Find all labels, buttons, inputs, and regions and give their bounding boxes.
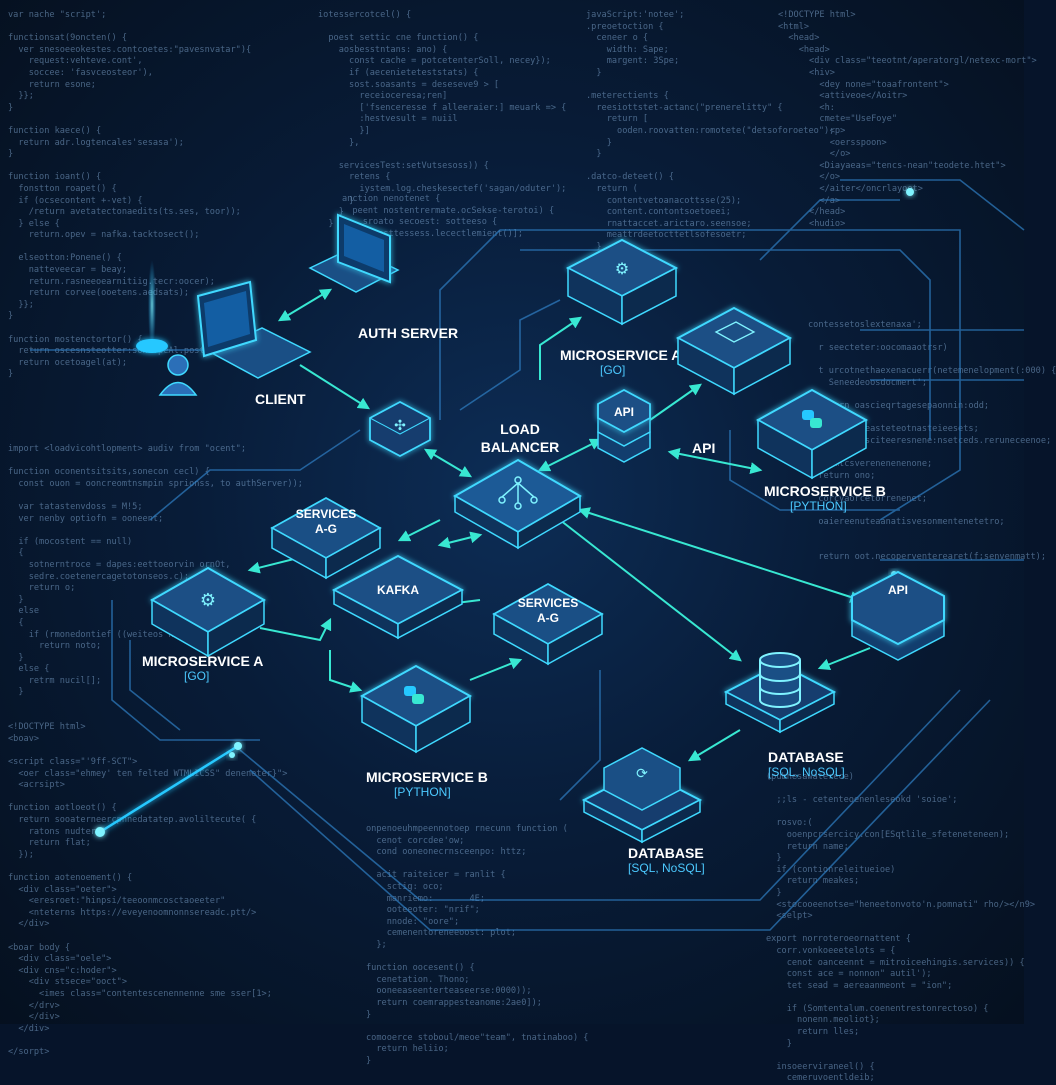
circuit-traces bbox=[30, 179, 1025, 931]
flow-arrow bbox=[469, 657, 523, 681]
flow-arrow bbox=[397, 519, 441, 542]
circuit-trace bbox=[149, 429, 361, 521]
auth-server-label: AUTH SERVER bbox=[358, 325, 458, 341]
python-icon bbox=[802, 410, 822, 428]
services-left-node: SERVICES A-G bbox=[270, 496, 382, 580]
flow-arrow bbox=[423, 448, 473, 478]
circuit-trace bbox=[840, 179, 1025, 231]
database-right-label: DATABASE bbox=[768, 749, 844, 765]
network-tree-icon bbox=[498, 476, 538, 510]
microservice-a-top-label: MICROSERVICE A bbox=[560, 347, 681, 363]
api-right-node: API bbox=[851, 570, 945, 661]
flow-arrow bbox=[299, 364, 371, 410]
flow-arrow bbox=[329, 650, 363, 693]
services-center-text-line1: SERVICES bbox=[518, 596, 578, 610]
flow-arrow bbox=[687, 729, 741, 762]
load-balancer-label-line1: LOAD bbox=[500, 421, 540, 437]
flow-arrow bbox=[577, 507, 863, 603]
circuit-trace bbox=[439, 229, 501, 420]
microservice-b-bottom-sublabel: [PYTHON] bbox=[394, 785, 451, 799]
client-node bbox=[158, 280, 312, 396]
flow-arrow bbox=[667, 447, 763, 475]
code-snippet-right-mid: contessetoslextenaxa'; r seecteter:oocom… bbox=[808, 320, 1056, 562]
circuit-trace bbox=[111, 600, 260, 741]
code-snippet-mid-center: anction nenotenet { peent nostentrermate… bbox=[342, 194, 555, 239]
microservice-b-bottom-label: MICROSERVICE B bbox=[366, 769, 488, 785]
code-snippet-top-center: iotessercotcel() { poest settic cne func… bbox=[318, 10, 567, 229]
database-cylinder-icon bbox=[759, 652, 801, 708]
user-avatar-head bbox=[167, 354, 189, 376]
flow-arrow bbox=[537, 438, 603, 472]
api-center-node: API bbox=[597, 388, 651, 463]
circuit-trace bbox=[459, 299, 561, 411]
browser-window-icon bbox=[714, 321, 756, 343]
flow-arrow bbox=[817, 647, 871, 671]
services-center-text-line2: A-G bbox=[537, 611, 559, 625]
microservice-a-top-sublabel: [GO] bbox=[600, 363, 625, 377]
glow-node bbox=[234, 742, 242, 750]
code-snippet-bottom-center: onpenoeuhmpeennotoep rnecunn function ( … bbox=[366, 824, 589, 1066]
light-beam bbox=[148, 260, 156, 350]
circuit-trace bbox=[239, 689, 961, 901]
database-right-sublabel: [SQL, NoSQL] bbox=[768, 765, 845, 779]
circuit-trace bbox=[129, 640, 181, 731]
microservice-b-bottom-node bbox=[359, 664, 473, 754]
microservice-a-top-node: ⚙ bbox=[565, 238, 679, 326]
user-avatar-body bbox=[158, 381, 198, 396]
flow-arrow bbox=[259, 617, 332, 642]
code-snippet-top-left: var nache "script'; functionsat(9oncten(… bbox=[8, 10, 252, 380]
circuit-trace bbox=[249, 699, 991, 931]
services-center-node: SERVICES A-G bbox=[492, 582, 604, 666]
kafka-node: KAFKA bbox=[331, 554, 465, 640]
flow-arrows bbox=[247, 288, 871, 762]
api-right-box-text: API bbox=[888, 583, 908, 597]
api-center-box-text: API bbox=[614, 405, 634, 419]
beacon-disc bbox=[136, 339, 168, 353]
glow-node bbox=[906, 188, 914, 196]
database-right-node bbox=[723, 652, 837, 734]
database-bottom-node: ⟳ bbox=[581, 747, 703, 844]
microservice-a-left-sublabel: [GO] bbox=[184, 669, 209, 683]
network-icon: ✣ bbox=[394, 418, 406, 434]
architecture-diagram: AUTH SERVER CLIENT ✣ LOAD BALANCER bbox=[30, 179, 1025, 931]
gear-icon: ⚙ bbox=[200, 590, 216, 611]
flow-arrow bbox=[539, 316, 582, 380]
circuit-trace bbox=[759, 199, 900, 261]
microservice-b-right-sublabel: [PYTHON] bbox=[790, 499, 847, 513]
database-bottom-label: DATABASE bbox=[628, 845, 704, 861]
flow-arrow bbox=[649, 383, 702, 421]
code-snippet-top-mid: javaScript:'notee'; .preoetoction { cene… bbox=[586, 10, 835, 252]
glow-node bbox=[95, 827, 105, 837]
gateway-node: ✣ bbox=[369, 400, 431, 458]
microservice-a-left-label: MICROSERVICE A bbox=[142, 653, 263, 669]
sync-icon: ⟳ bbox=[636, 766, 648, 782]
load-balancer-label-line2: BALANCER bbox=[481, 439, 560, 455]
load-balancer-node bbox=[452, 458, 582, 550]
database-bottom-sublabel: [SQL, NoSQL] bbox=[628, 861, 705, 875]
code-snippet-bottom-left: import <loadvicohtlopment> audiv from "o… bbox=[8, 444, 303, 1057]
api-center-label: API bbox=[692, 440, 715, 456]
auth-server-node bbox=[308, 213, 400, 293]
circuit-trace bbox=[520, 249, 931, 440]
code-snippet-top-right: <!DOCTYPE html> <html> <head> <head> <di… bbox=[778, 10, 1037, 229]
services-left-text-line1: SERVICES bbox=[296, 507, 356, 521]
web-frontend-node bbox=[675, 306, 793, 396]
kafka-box-text: KAFKA bbox=[377, 583, 419, 597]
microservice-b-right-label: MICROSERVICE B bbox=[764, 483, 886, 499]
flow-arrow bbox=[437, 531, 483, 549]
circuit-trace bbox=[500, 229, 961, 521]
code-snippet-bottom-right: (pubhesawaterece) ;;ls - cetenteoenenles… bbox=[766, 772, 1036, 1084]
microservice-a-left-node: ⚙ bbox=[149, 566, 267, 658]
python-icon bbox=[404, 686, 424, 704]
circuit-trace bbox=[559, 670, 601, 801]
flow-arrow bbox=[277, 288, 333, 322]
glow-line bbox=[99, 744, 239, 834]
microservice-b-right-node bbox=[755, 388, 869, 480]
gear-icon: ⚙ bbox=[615, 259, 629, 278]
services-left-text-line2: A-G bbox=[315, 522, 337, 536]
glow-node bbox=[229, 752, 235, 758]
client-label: CLIENT bbox=[255, 391, 306, 407]
